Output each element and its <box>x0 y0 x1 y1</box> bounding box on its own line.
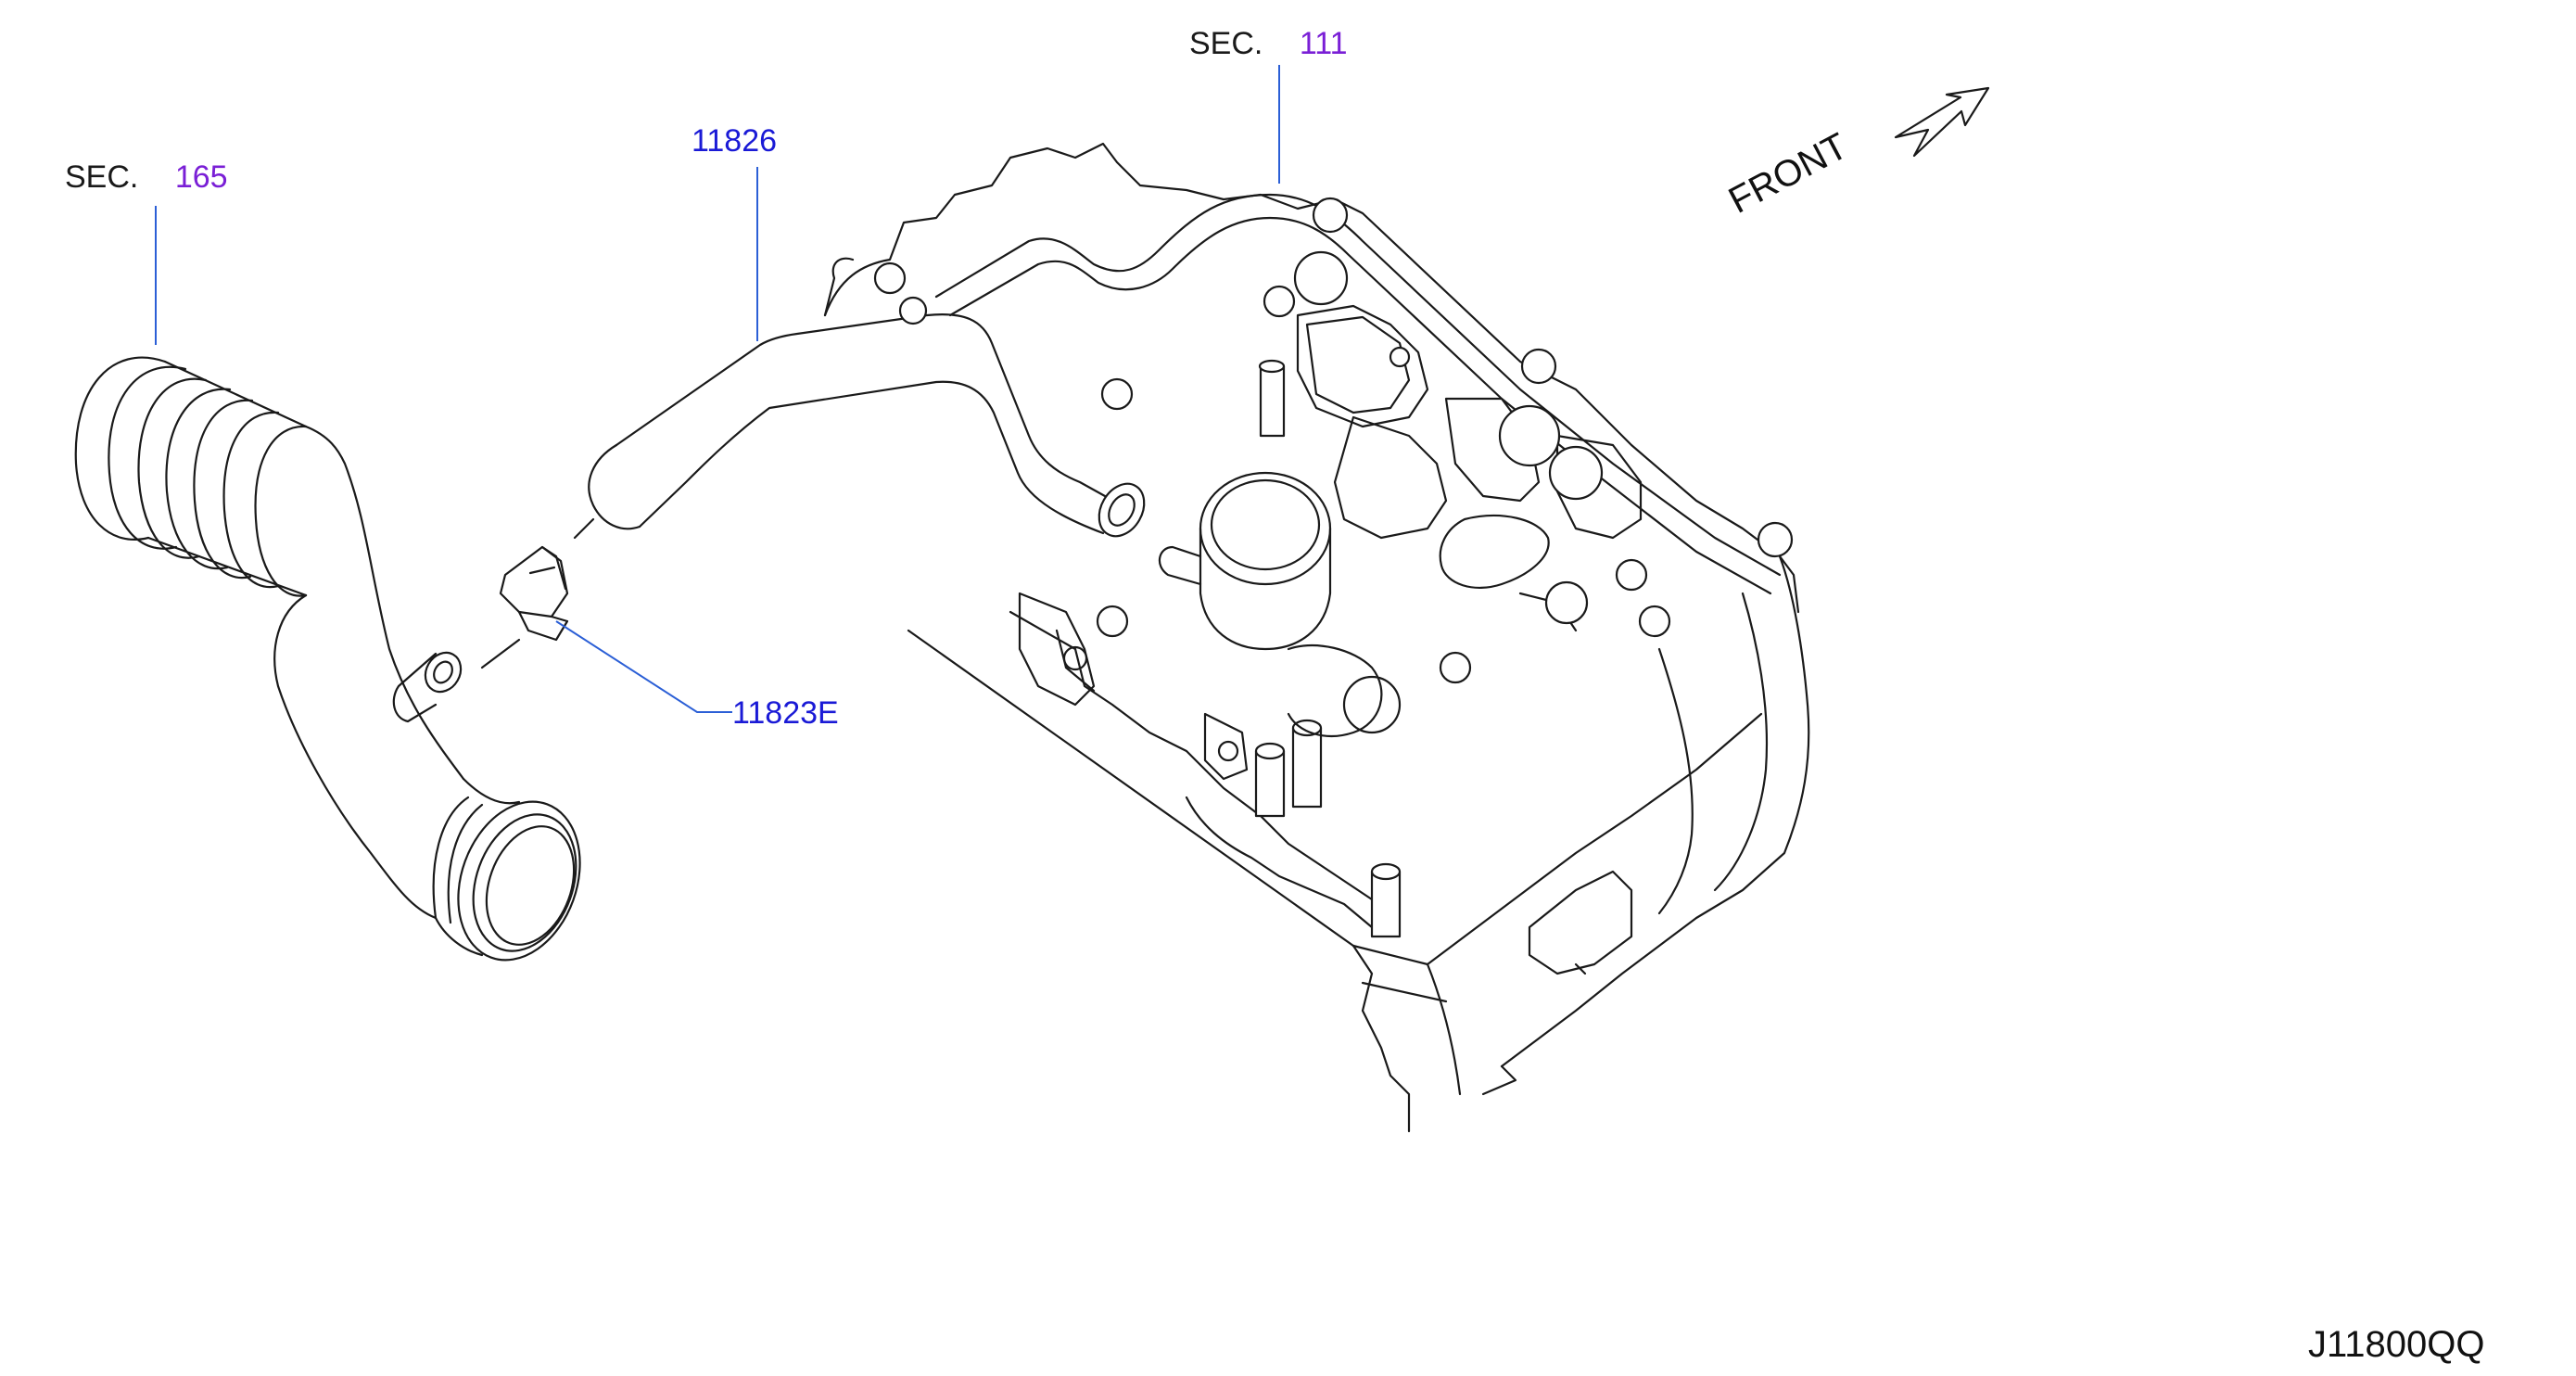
leader-lines <box>155 65 1280 713</box>
sec-number[interactable]: 111 <box>1299 26 1348 61</box>
diagram-code: J11800QQ <box>2308 1324 2485 1365</box>
sec-number[interactable]: 165 <box>174 159 228 195</box>
air-inlet-duct <box>74 356 581 962</box>
sec-prefix: SEC. <box>65 159 139 195</box>
breather-hose <box>588 313 1146 538</box>
part-number-11826[interactable]: 11826 <box>692 123 778 159</box>
front-arrow-icon <box>1894 86 1990 158</box>
sec-prefix: SEC. <box>1189 26 1263 61</box>
leader-11823E <box>555 620 732 713</box>
cylinder-head <box>823 142 1810 1133</box>
callout-sec-165[interactable]: SEC. 165 <box>65 161 228 193</box>
part-number-11823E[interactable]: 11823E <box>732 695 839 731</box>
callout-sec-111[interactable]: SEC. 111 <box>1189 28 1348 59</box>
hose-clamp <box>480 517 595 669</box>
